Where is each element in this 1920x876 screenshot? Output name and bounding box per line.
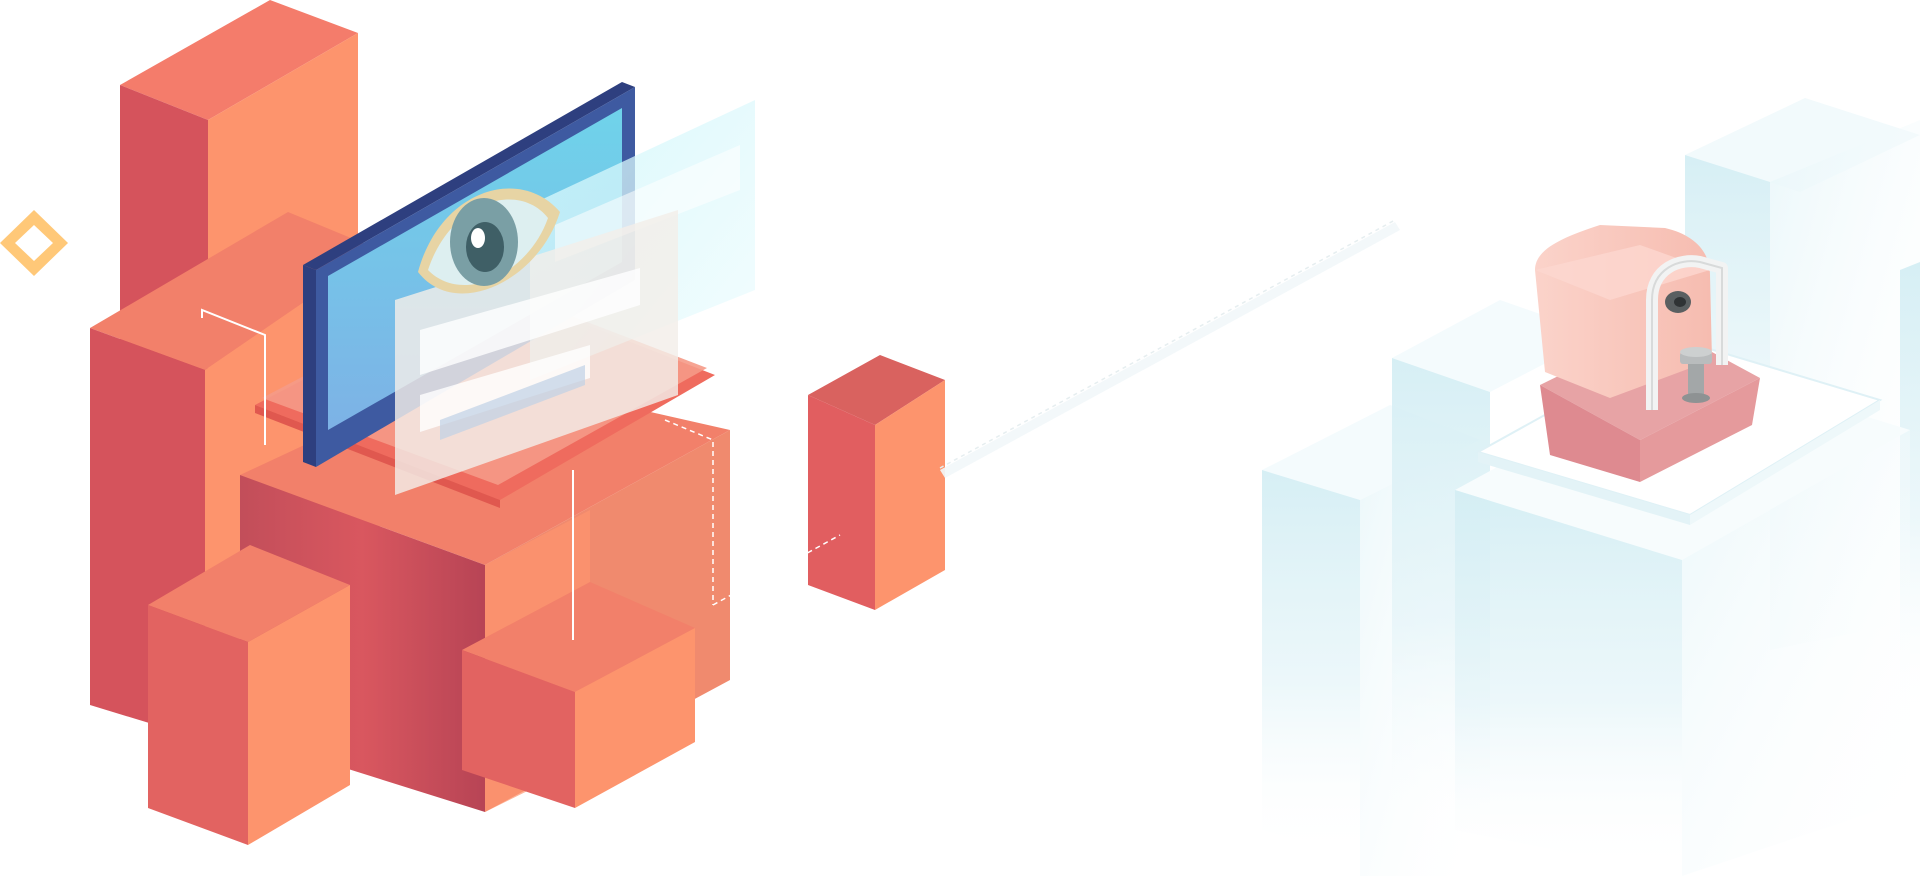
small-standing-box — [808, 355, 945, 610]
dotted-guide — [939, 219, 1396, 469]
front-right-box — [462, 582, 695, 808]
eye-icon — [418, 188, 560, 294]
front-left-box — [148, 545, 350, 845]
left-illustration — [0, 0, 1400, 845]
connector-lines — [201, 308, 841, 640]
diamond-outline-icon — [0, 210, 68, 276]
right-illustration — [1262, 98, 1920, 876]
retinal-scanner-device — [1535, 225, 1760, 482]
light-beam — [940, 222, 1400, 478]
